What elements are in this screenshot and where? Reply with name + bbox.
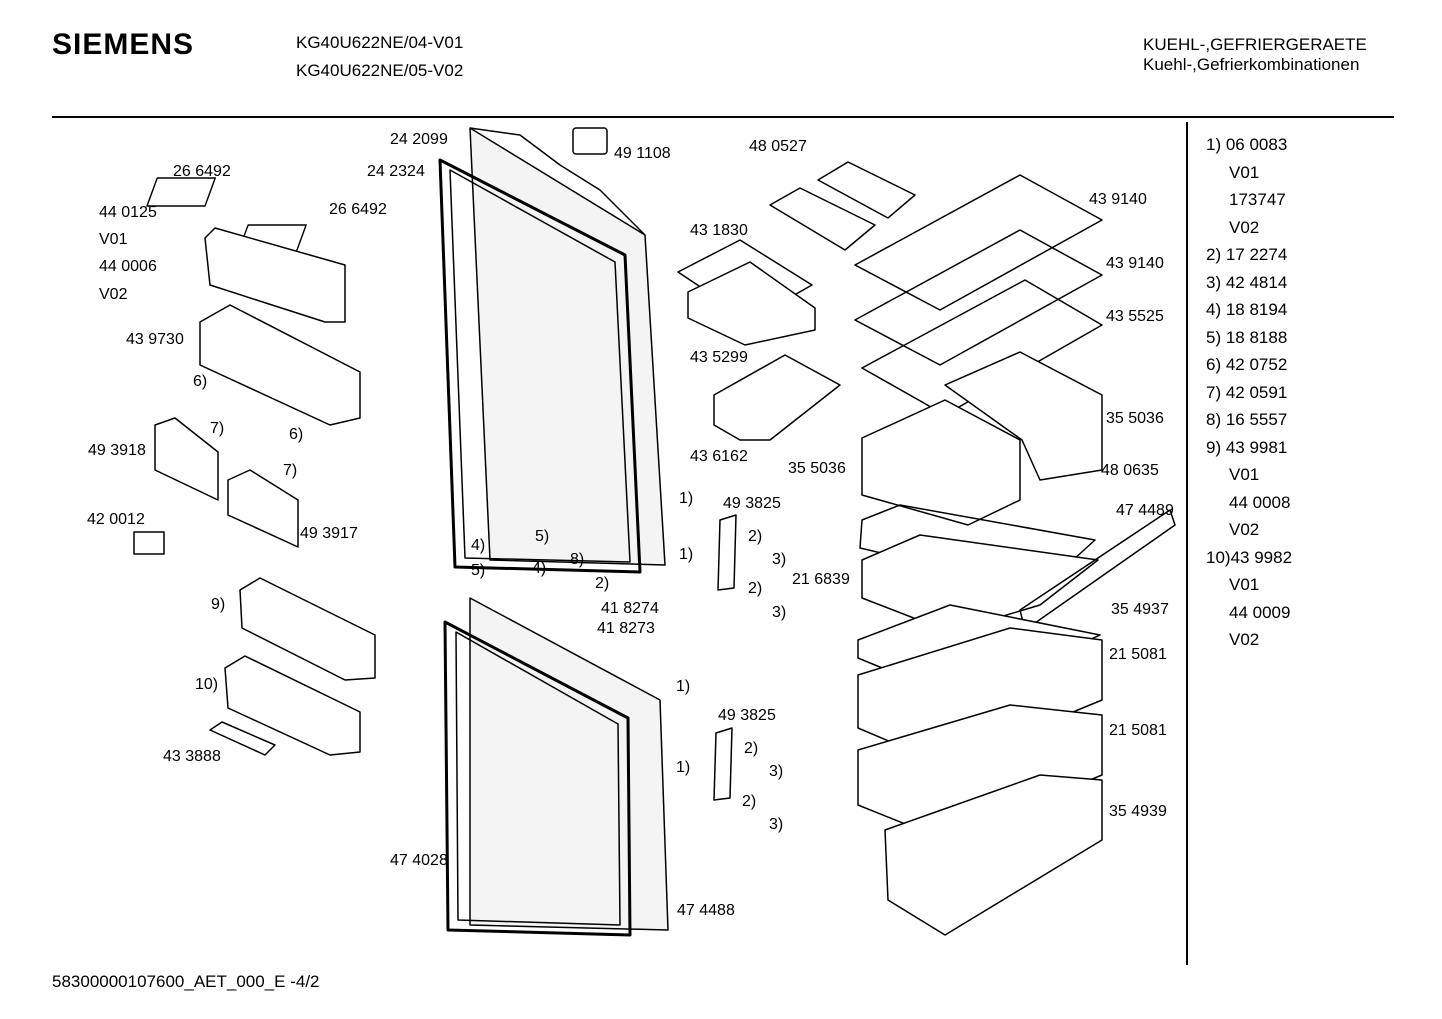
category-subtitle: Kuehl-,Gefrierkombinationen: [1143, 55, 1360, 74]
part-label: 2): [744, 740, 759, 757]
part-label: 4): [471, 537, 486, 554]
part-label: 3): [769, 763, 784, 780]
legend-item: 9) 43 9981: [1206, 437, 1288, 457]
part-label: 49 3918: [88, 442, 146, 459]
part-label: 26 6492: [173, 163, 231, 180]
part-label: 43 5299: [690, 349, 748, 366]
model-number-1: KG40U622NE/04-V01: [296, 33, 464, 52]
part-label: 1): [679, 490, 694, 507]
part-label: 1): [676, 759, 691, 776]
part-label: 44 0125: [99, 204, 157, 221]
part-label: V01: [99, 231, 128, 248]
lower-door-drawing: [443, 597, 669, 937]
part-label: 3): [769, 816, 784, 833]
legend-item: 2) 17 2274: [1206, 245, 1288, 264]
part-label: 2): [595, 575, 610, 592]
part-label: 3): [772, 551, 787, 568]
part-label: 42 0012: [87, 511, 145, 528]
part-label: 44 0006: [99, 258, 157, 275]
part-label: 21 5081: [1109, 722, 1167, 739]
header-divider: [52, 116, 1394, 118]
legend-item: 7) 42 0591: [1206, 382, 1288, 402]
part-label: 43 6162: [690, 448, 748, 465]
part-label: 2): [748, 528, 763, 545]
legend-item: V01: [1229, 465, 1260, 484]
part-label: 49 3917: [300, 525, 358, 542]
legend-item: V02: [1229, 630, 1260, 649]
part-label: 21 6839: [792, 571, 850, 588]
part-label: 35 5036: [1106, 410, 1164, 427]
part-label: 47 4488: [677, 902, 735, 919]
part-label: 41 8274: [601, 600, 659, 617]
part-label: 6): [193, 373, 208, 390]
legend-item: 44 0009: [1229, 602, 1291, 622]
part-label: 1): [679, 546, 694, 563]
legend-item: 6) 42 0752: [1206, 355, 1288, 374]
part-label: 5): [471, 562, 486, 579]
model-number-2: KG40U622NE/05-V02: [296, 61, 464, 80]
document-footer: 58300000107600_AET_000_E -4/2: [52, 972, 320, 991]
part-label: 2): [748, 580, 763, 597]
legend-item: 1) 06 0083: [1206, 135, 1288, 154]
legend-item: 5) 18 8188: [1206, 327, 1288, 347]
part-label: 49 1108: [614, 145, 671, 162]
part-label: 48 0527: [749, 138, 807, 155]
part-label: 3): [772, 604, 787, 621]
category-title: KUEHL-,GEFRIERGERAETE: [1143, 35, 1367, 54]
part-label: 9): [211, 596, 226, 613]
sidebar-divider: [1186, 122, 1188, 965]
part-label: 2): [742, 793, 757, 810]
legend-item: 4) 18 8194: [1206, 300, 1288, 319]
part-label: 43 9730: [126, 331, 184, 348]
upper-door-drawing: [438, 127, 666, 574]
legend-item: 173747: [1229, 190, 1286, 209]
legend-item: 3) 42 4814: [1206, 272, 1288, 292]
part-label: 47 4489: [1116, 502, 1174, 519]
part-label: 35 4939: [1109, 803, 1167, 820]
part-label: 43 1830: [690, 222, 748, 239]
part-label: 47 4028: [390, 852, 448, 869]
part-label: 43 5525: [1106, 308, 1164, 325]
part-label: 43 9140: [1089, 191, 1147, 208]
part-label: 4): [532, 560, 547, 577]
part-label: 43 9140: [1106, 255, 1164, 272]
part-label: 7): [283, 462, 298, 479]
legend-item: 8) 16 5557: [1206, 410, 1288, 429]
part-label: 43 3888: [163, 748, 221, 765]
part-label: 26 6492: [329, 201, 387, 218]
part-label: 5): [535, 528, 550, 545]
part-label: 6): [289, 426, 304, 443]
legend-item: V02: [1229, 520, 1260, 539]
part-label: 24 2099: [390, 131, 448, 148]
door-shelves-drawing: [133, 177, 376, 756]
part-label: 41 8273: [597, 620, 655, 637]
legend-item: 44 0008: [1229, 492, 1291, 512]
part-label: 21 5081: [1109, 646, 1167, 663]
part-label: 49 3825: [718, 707, 776, 724]
part-label: V02: [99, 286, 128, 303]
legend-item: 10)43 9982: [1206, 547, 1293, 567]
part-label: 7): [210, 420, 225, 437]
center-parts-drawing: [572, 127, 916, 801]
part-label: 48 0635: [1101, 462, 1159, 479]
legend-item: V01: [1229, 575, 1260, 594]
part-label: 1): [676, 678, 691, 695]
part-label: 35 4937: [1111, 601, 1169, 618]
shelves-drawers-drawing: [854, 174, 1176, 936]
brand-logo: SIEMENS: [52, 28, 195, 61]
part-label: 10): [195, 676, 219, 693]
part-label: 35 5036: [788, 460, 846, 477]
legend-item: V01: [1229, 162, 1260, 182]
part-label: 24 2324: [367, 163, 425, 180]
part-label: 49 3825: [723, 495, 781, 512]
legend-item: V02: [1229, 217, 1260, 237]
part-label: 8): [570, 551, 585, 568]
